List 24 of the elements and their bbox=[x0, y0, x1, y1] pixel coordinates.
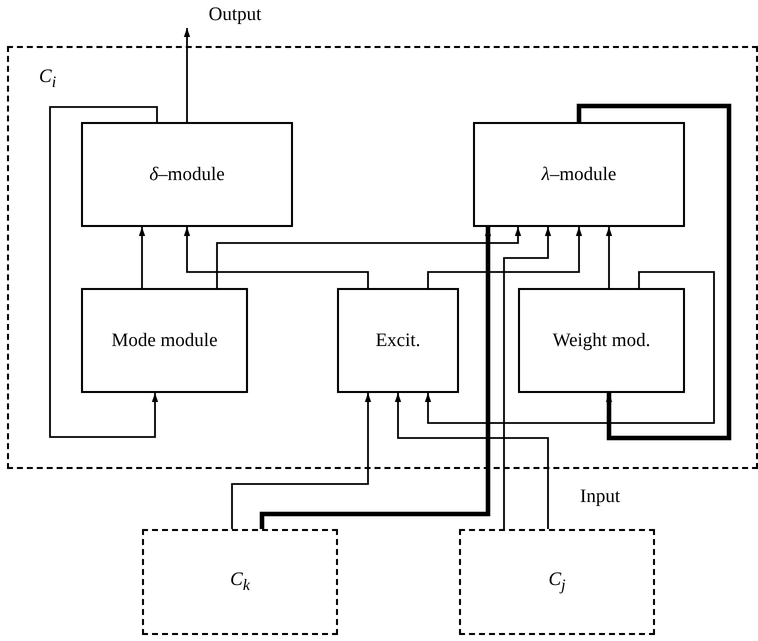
signal-label: Input bbox=[580, 486, 620, 508]
connector-arrow bbox=[394, 393, 549, 529]
output-label: Output bbox=[202, 2, 268, 28]
module-box: δ–module bbox=[81, 122, 293, 227]
module-box: Mode module bbox=[81, 288, 248, 393]
connector-arrow bbox=[138, 227, 146, 288]
connector-arrow bbox=[427, 227, 582, 288]
module-box: Excit. bbox=[337, 288, 459, 393]
module-box: Weight mod. bbox=[518, 288, 685, 393]
connector-arrow bbox=[231, 393, 372, 529]
connector-arrow bbox=[606, 227, 612, 288]
container-label: C$_{i}$ bbox=[39, 66, 56, 92]
connector-arrow bbox=[184, 227, 369, 288]
module-box: λ–module bbox=[473, 122, 685, 227]
connector-arrow bbox=[503, 227, 552, 529]
connector-arrow bbox=[49, 106, 158, 438]
connector-arrow bbox=[184, 28, 190, 122]
external-module-box: C$_{j}$ bbox=[459, 529, 655, 635]
connector-arrow bbox=[216, 227, 522, 288]
connector-arrow bbox=[424, 271, 715, 424]
container-box bbox=[7, 46, 758, 469]
external-module-box: C$_{k}$ bbox=[142, 529, 338, 635]
connector-arrow bbox=[260, 227, 492, 529]
connector-arrow bbox=[576, 104, 732, 440]
